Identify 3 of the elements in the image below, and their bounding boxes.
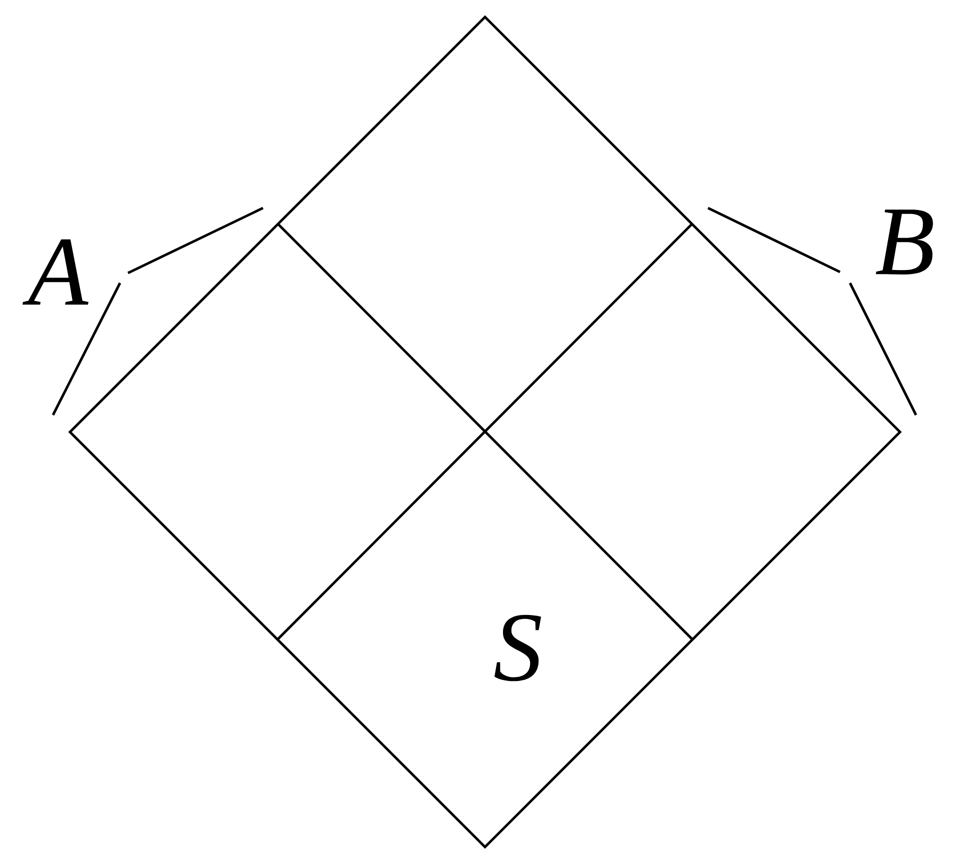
math-label: B [876, 210, 933, 274]
math-label: S [494, 614, 542, 682]
math-label: A [22, 239, 88, 305]
